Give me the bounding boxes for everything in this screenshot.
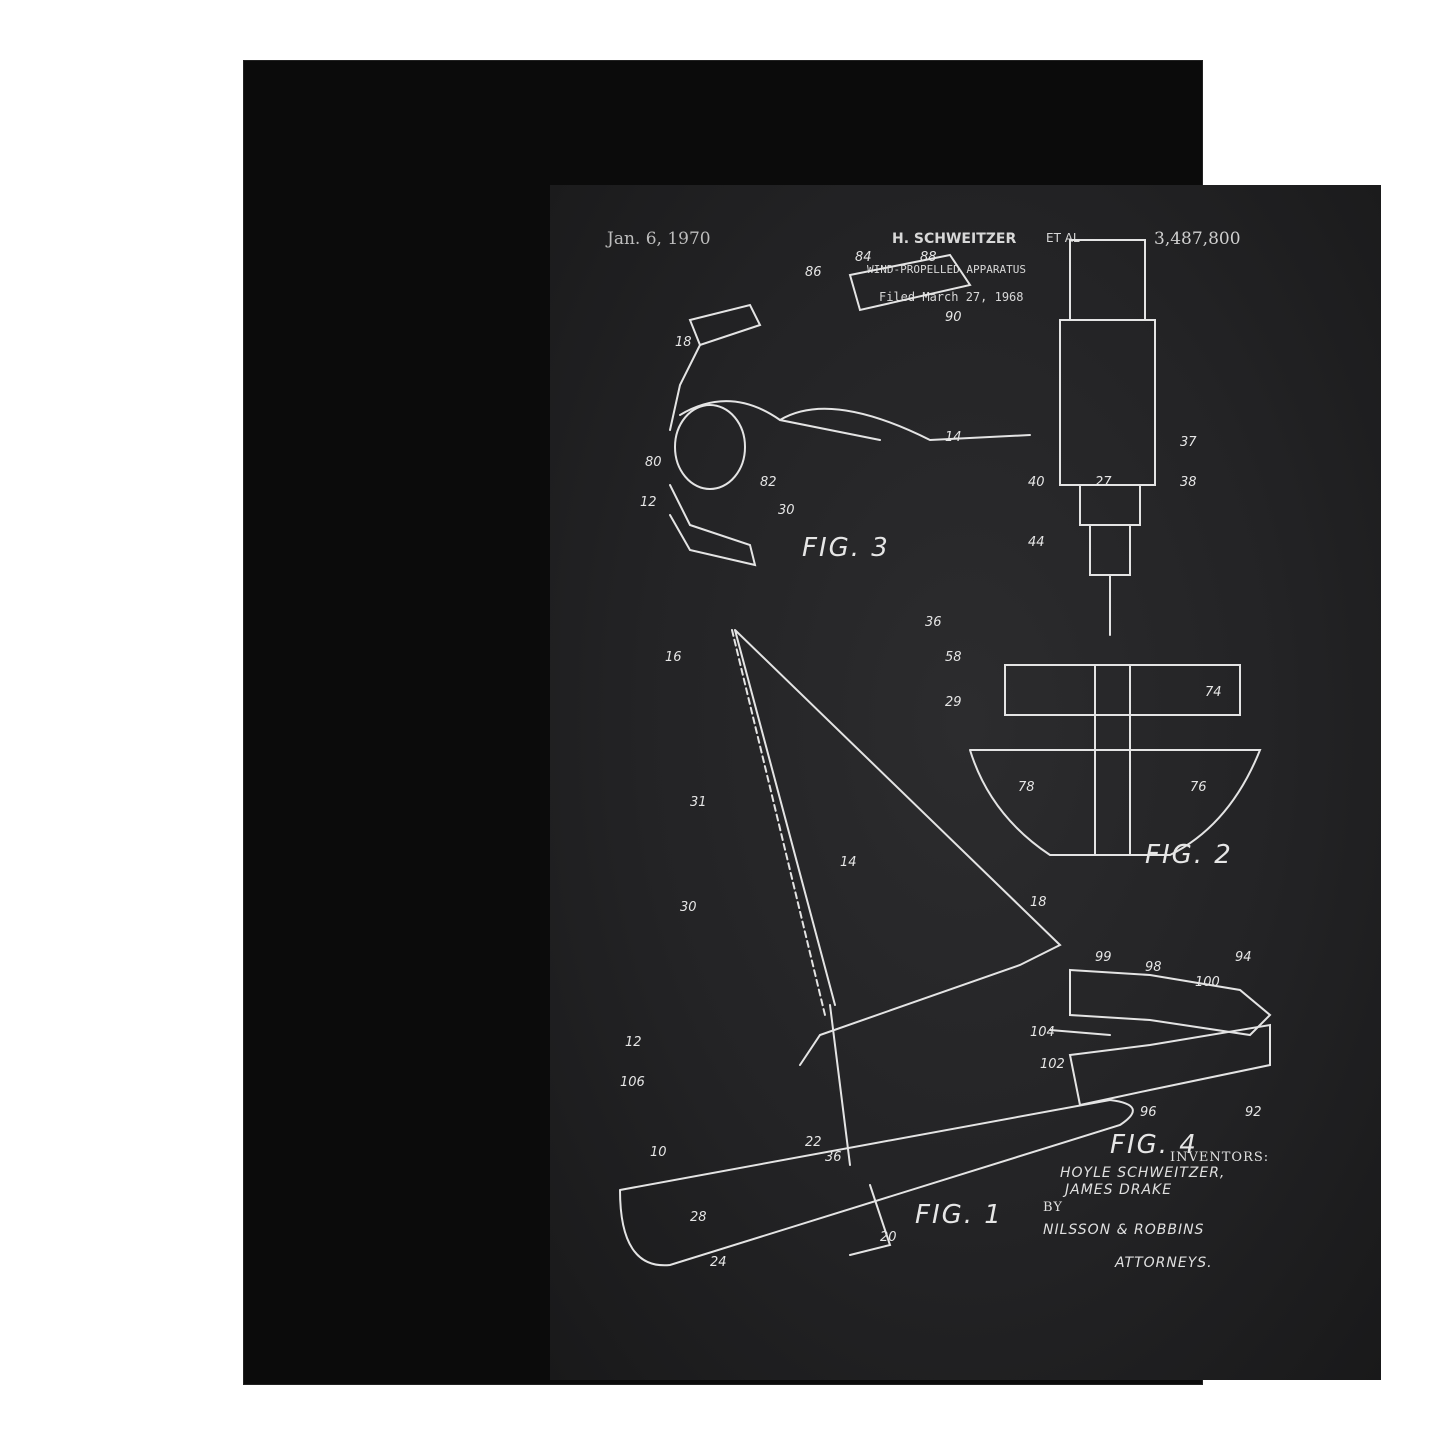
fig4-label: FIG. 4 xyxy=(1110,1130,1198,1160)
filed-date: Filed March 27, 1968 xyxy=(879,290,1024,304)
ref-numeral: 36 xyxy=(925,615,942,630)
ref-numeral: 14 xyxy=(840,855,857,870)
patent-poster: Jan. 6, 1970 H. SCHWEITZER ET AL 3,487,8… xyxy=(550,185,1381,1380)
ref-numeral: 40 xyxy=(1028,475,1045,490)
fig1-drawing xyxy=(619,629,1134,1267)
ref-numeral: 10 xyxy=(650,1145,667,1160)
patent-drawing xyxy=(619,239,1272,1267)
ref-numeral: 37 xyxy=(1180,435,1197,450)
by-label: BY xyxy=(1043,1200,1063,1215)
patent-date: Jan. 6, 1970 xyxy=(607,229,711,249)
ref-numeral: 44 xyxy=(1028,535,1045,550)
ref-numeral: 20 xyxy=(880,1230,897,1245)
picture-frame: Jan. 6, 1970 H. SCHWEITZER ET AL 3,487,8… xyxy=(243,60,1381,1385)
fig1-label: FIG. 1 xyxy=(915,1200,1003,1230)
ref-numeral: 78 xyxy=(1018,780,1035,795)
ref-numeral: 30 xyxy=(778,503,795,518)
inventors-heading: INVENTORS: xyxy=(1170,1150,1270,1165)
ref-numeral: 24 xyxy=(710,1255,727,1270)
ref-numeral: 31 xyxy=(690,795,707,810)
ref-numeral: 22 xyxy=(805,1135,822,1150)
ref-numeral: 12 xyxy=(625,1035,642,1050)
ref-numeral: 74 xyxy=(1205,685,1222,700)
ref-numeral: 14 xyxy=(945,430,962,445)
ref-numeral: 86 xyxy=(805,265,822,280)
et-al: ET AL xyxy=(1046,231,1080,245)
fig4-drawing xyxy=(1049,968,1272,1107)
inventor-1: HOYLE SCHWEITZER, xyxy=(1060,1165,1226,1181)
fig3-label: FIG. 3 xyxy=(802,533,890,563)
ref-numeral: 58 xyxy=(945,650,962,665)
ref-numeral: 102 xyxy=(1040,1057,1065,1072)
patent-number: 3,487,800 xyxy=(1154,229,1241,249)
inventor-name: H. SCHWEITZER xyxy=(892,231,1017,247)
ref-numeral: 76 xyxy=(1190,780,1207,795)
ref-numeral: 94 xyxy=(1235,950,1252,965)
ref-numeral: 18 xyxy=(1030,895,1047,910)
ref-numeral: 27 xyxy=(1095,475,1112,490)
ref-numeral: 12 xyxy=(640,495,657,510)
ref-numeral: 18 xyxy=(675,335,692,350)
ref-numeral: 16 xyxy=(665,650,682,665)
attorneys-firm: NILSSON & ROBBINS xyxy=(1043,1222,1205,1238)
ref-numeral: 88 xyxy=(920,250,937,265)
ref-numeral: 82 xyxy=(760,475,777,490)
attorneys-label: ATTORNEYS. xyxy=(1115,1255,1213,1271)
ref-numeral: 30 xyxy=(680,900,697,915)
ref-numeral: 28 xyxy=(690,1210,707,1225)
ref-numeral: 99 xyxy=(1095,950,1112,965)
ref-numeral: 100 xyxy=(1195,975,1220,990)
ref-numeral: 38 xyxy=(1180,475,1197,490)
fig2-drawing xyxy=(969,239,1262,856)
patent-title: WIND-PROPELLED APPARATUS xyxy=(867,263,1026,276)
ref-numeral: 90 xyxy=(945,310,962,325)
ref-numeral: 106 xyxy=(620,1075,645,1090)
ref-numeral: 36 xyxy=(825,1150,842,1165)
ref-numeral: 29 xyxy=(945,695,962,710)
ref-numeral: 98 xyxy=(1145,960,1162,975)
inventor-2: JAMES DRAKE xyxy=(1065,1182,1173,1198)
ref-numeral: 84 xyxy=(855,250,872,265)
ref-numeral: 96 xyxy=(1140,1105,1157,1120)
fig3-drawing xyxy=(669,253,1031,567)
fig2-label: FIG. 2 xyxy=(1145,840,1233,870)
ref-numeral: 80 xyxy=(645,455,662,470)
ref-numeral: 92 xyxy=(1245,1105,1262,1120)
ref-numeral: 104 xyxy=(1030,1025,1055,1040)
